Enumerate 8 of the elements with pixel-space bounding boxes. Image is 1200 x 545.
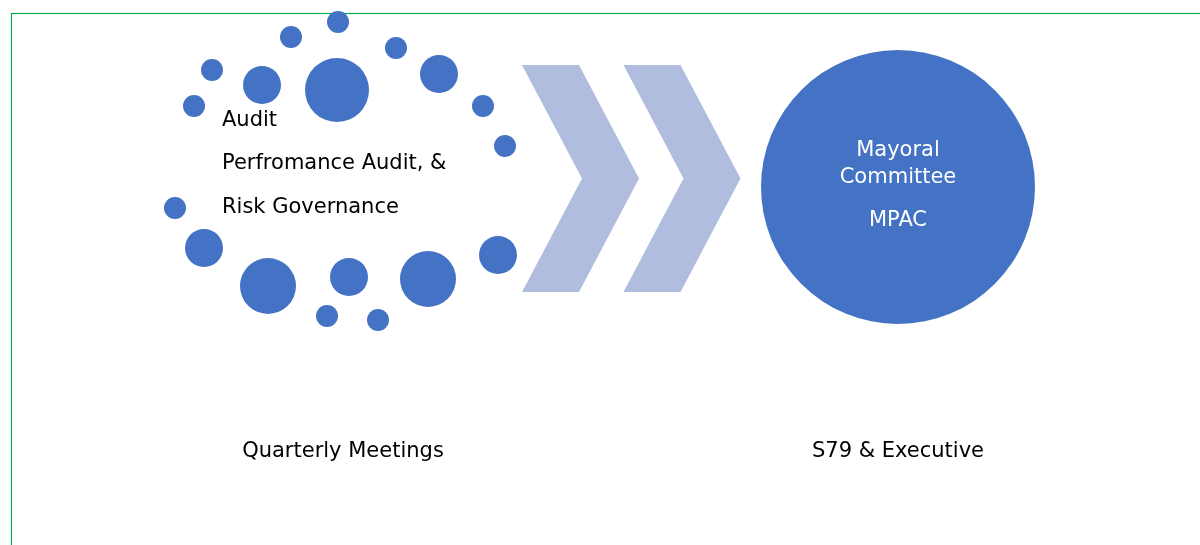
chevron-arrow <box>522 65 741 292</box>
caption-label: Quarterly Meetings <box>241 438 445 462</box>
node-label: MPAC <box>867 206 929 233</box>
node-label: Audit <box>222 106 278 133</box>
node-label: Perfromance Audit, & <box>222 149 447 176</box>
caption-label: S79 & Executive <box>811 438 985 462</box>
node-label: Risk Governance <box>222 193 399 220</box>
node-label: Mayoral Committee <box>838 136 958 191</box>
